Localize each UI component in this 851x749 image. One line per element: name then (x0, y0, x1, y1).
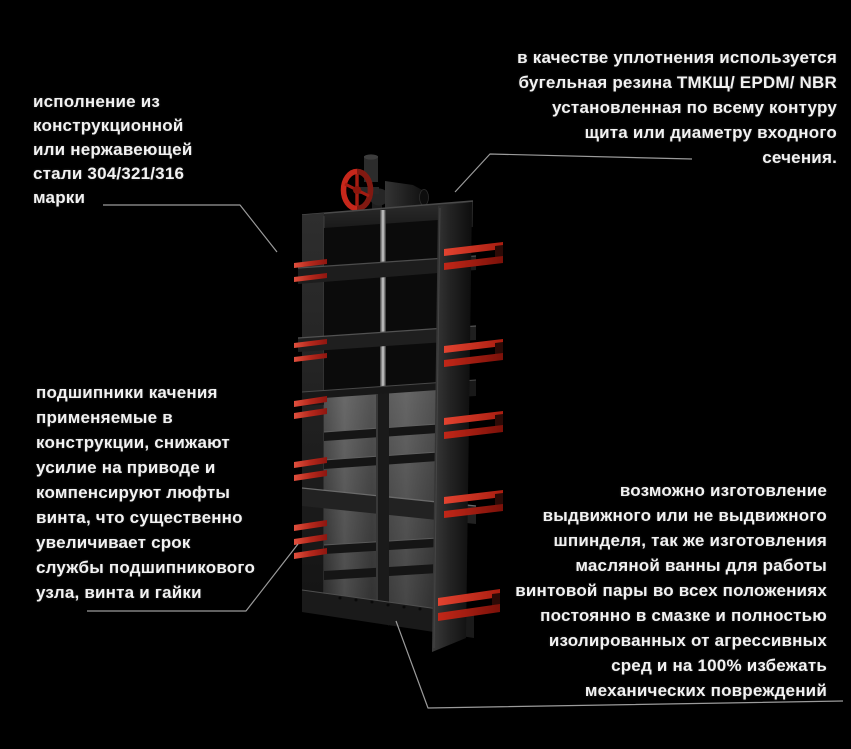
leader-lines (87, 153, 844, 709)
annotation-material: исполнение из конструкционной или нержав… (33, 92, 193, 207)
annotation-spindle: возможно изготовление выдвижного или не … (515, 481, 827, 700)
frame-right-post (432, 202, 472, 652)
spindle-rod (380, 210, 386, 400)
valve-stem (372, 198, 382, 218)
leader-line-seal (454, 153, 693, 193)
handwheel-icon (340, 168, 374, 212)
leader-line-spindle (395, 620, 844, 709)
actuator-horn (385, 181, 424, 210)
leader-line-bearings (87, 543, 299, 612)
annotation-bearings: подшипники качения применяемые в констру… (36, 383, 256, 602)
gate-center-rib (376, 393, 389, 626)
clamp (294, 534, 327, 545)
clamp (294, 339, 327, 348)
annotation-seal: в качестве уплотнения используется бугел… (517, 48, 837, 167)
gate-leaf (301, 379, 477, 638)
leader-line-material (103, 204, 278, 253)
gate-bottom-beam (302, 590, 474, 638)
clamp (444, 339, 503, 367)
clamp (294, 470, 327, 481)
cross-beam-middle (298, 326, 476, 352)
clamp (294, 396, 327, 407)
clamp (294, 520, 327, 531)
bolt-dots (338, 596, 422, 611)
valve-body (294, 154, 503, 652)
clamp (294, 353, 327, 362)
clamps-right (438, 242, 503, 621)
clamp (444, 242, 503, 270)
clamp (438, 589, 500, 621)
clamp (294, 259, 327, 268)
actuator-assembly (340, 154, 429, 218)
clamp (294, 408, 327, 419)
clamp (444, 411, 503, 439)
clamp (294, 548, 327, 559)
clamp (294, 457, 327, 468)
clamp (444, 490, 503, 518)
clamps-left (294, 259, 327, 559)
clamp (294, 273, 327, 282)
cross-beam-upper (298, 256, 476, 284)
